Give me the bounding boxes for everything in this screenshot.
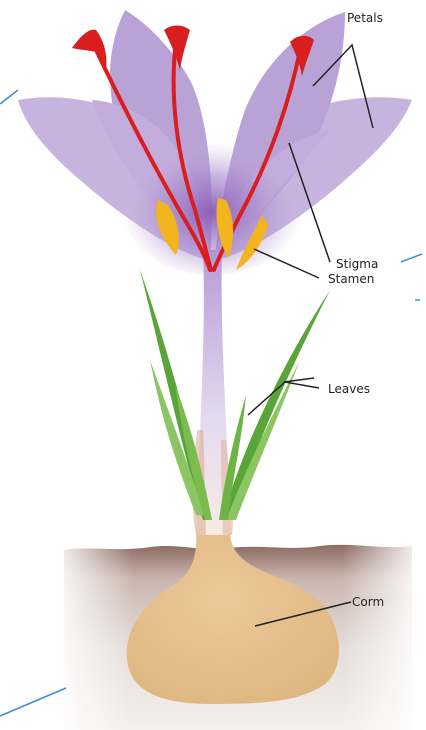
label-stigma: Stigma — [336, 257, 378, 271]
label-stamen: Stamen — [328, 272, 374, 286]
label-corm: Corm — [352, 595, 384, 609]
label-leaves: Leaves — [328, 382, 370, 396]
stamen-leader — [254, 249, 319, 278]
accent-line-top-left — [0, 90, 18, 104]
accent-line-bottom-left — [0, 688, 66, 716]
accent-line-right — [401, 254, 422, 262]
leaves-group — [140, 270, 330, 520]
label-petals: Petals — [347, 11, 383, 25]
leaves-leader-2 — [284, 378, 314, 382]
